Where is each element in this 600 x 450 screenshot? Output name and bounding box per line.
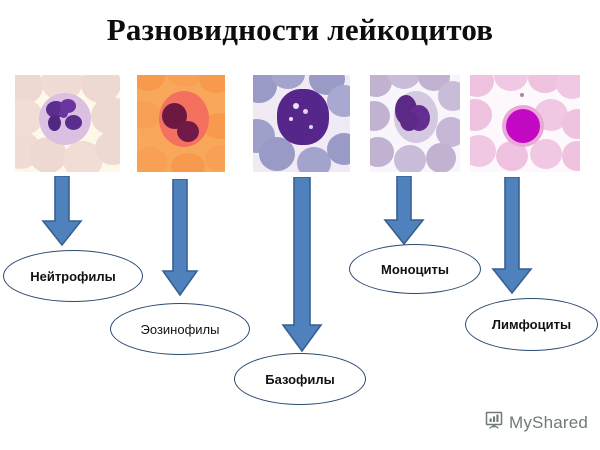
- red-blood-cell: [137, 75, 165, 91]
- blood-smear-field: [137, 75, 225, 172]
- myshared-watermark: MyShared: [484, 410, 588, 435]
- lymphocyte-nucleus: [506, 109, 540, 143]
- down-arrow-icon: [383, 176, 425, 246]
- red-blood-cell: [470, 75, 494, 97]
- monocyte-nucleus: [400, 111, 418, 131]
- red-blood-cell: [436, 117, 460, 147]
- basophil-granule-highlight: [309, 125, 313, 129]
- platelet: [520, 93, 524, 97]
- neutrophil-nucleus-lobe: [65, 115, 82, 130]
- label-neutrophils[interactable]: Нейтрофилы: [3, 250, 143, 302]
- red-blood-cell: [327, 85, 350, 117]
- page-title: Разновидности лейкоцитов: [106, 12, 494, 47]
- basophil-granule-highlight: [303, 109, 308, 114]
- blood-smear-field: [253, 75, 350, 172]
- red-blood-cell: [556, 75, 580, 99]
- red-blood-cell: [370, 137, 394, 167]
- label-eosinophils-text: Эозинофилы: [140, 321, 220, 337]
- red-blood-cell: [91, 97, 120, 135]
- red-blood-cell: [562, 141, 580, 171]
- red-blood-cell: [426, 143, 456, 172]
- red-blood-cell: [137, 147, 167, 172]
- basophil-granule-highlight: [289, 117, 293, 121]
- red-blood-cell: [171, 153, 205, 172]
- red-blood-cell: [438, 81, 460, 111]
- red-blood-cell: [394, 145, 426, 172]
- red-blood-cell: [205, 145, 225, 171]
- arrow-to-neutrophil: [40, 176, 84, 247]
- red-blood-cell: [494, 75, 528, 91]
- red-blood-cell: [562, 109, 580, 139]
- red-blood-cell: [388, 75, 420, 89]
- red-blood-cell: [137, 101, 161, 129]
- eosinophil-micrograph: [137, 75, 225, 172]
- red-blood-cell: [370, 101, 390, 131]
- red-blood-cell: [297, 147, 331, 172]
- neutrophil-nucleus-lobe: [48, 115, 61, 131]
- basophil-micrograph: [253, 75, 350, 172]
- red-blood-cell: [95, 131, 120, 165]
- eosinophil-nucleus-lobe: [173, 115, 184, 126]
- monocyte-micrograph: [370, 75, 460, 172]
- arrow-to-eosinophil: [160, 179, 200, 297]
- label-neutrophils-text: Нейтрофилы: [30, 268, 116, 284]
- neutrophil-micrograph: [15, 75, 120, 172]
- red-blood-cell: [530, 139, 562, 169]
- label-lymphocytes[interactable]: Лимфоциты: [465, 298, 598, 351]
- blood-smear-field: [370, 75, 460, 172]
- red-blood-cell: [199, 75, 225, 93]
- basophil-granule-highlight: [293, 103, 299, 109]
- arrow-to-basophil: [280, 177, 324, 353]
- down-arrow-icon: [41, 176, 83, 247]
- down-arrow-icon: [491, 177, 533, 295]
- red-blood-cell: [271, 75, 305, 89]
- lymphocyte-micrograph: [470, 75, 580, 172]
- label-basophils[interactable]: Базофилы: [234, 353, 366, 405]
- presentation-chart-icon: [484, 410, 504, 435]
- red-blood-cell: [370, 75, 392, 97]
- red-blood-cell: [259, 137, 295, 171]
- red-blood-cell: [470, 99, 492, 131]
- basophil-granular-cell: [277, 89, 329, 145]
- down-arrow-icon: [161, 179, 199, 297]
- red-blood-cell: [528, 75, 562, 93]
- red-blood-cell: [470, 135, 496, 167]
- eosinophil-nucleus-lobe: [177, 121, 199, 142]
- label-eosinophils[interactable]: Эозинофилы: [110, 303, 250, 355]
- label-lymphocytes-text: Лимфоциты: [491, 317, 572, 332]
- label-basophils-text: Базофилы: [265, 371, 335, 387]
- watermark-text: MyShared: [509, 412, 589, 432]
- arrow-to-monocyte: [382, 176, 426, 246]
- down-arrow-icon: [281, 177, 323, 353]
- red-blood-cell: [167, 75, 203, 87]
- presentation-chart-icon-svg: [485, 411, 503, 429]
- neutrophil-nucleus-lobe: [59, 109, 68, 118]
- arrow-to-lymphocyte: [490, 177, 534, 295]
- blood-smear-field: [15, 75, 120, 172]
- blood-smear-field: [470, 75, 580, 172]
- label-monocytes-text: Моноциты: [380, 261, 449, 277]
- red-blood-cell: [327, 133, 350, 165]
- label-monocytes[interactable]: Моноциты: [349, 244, 481, 294]
